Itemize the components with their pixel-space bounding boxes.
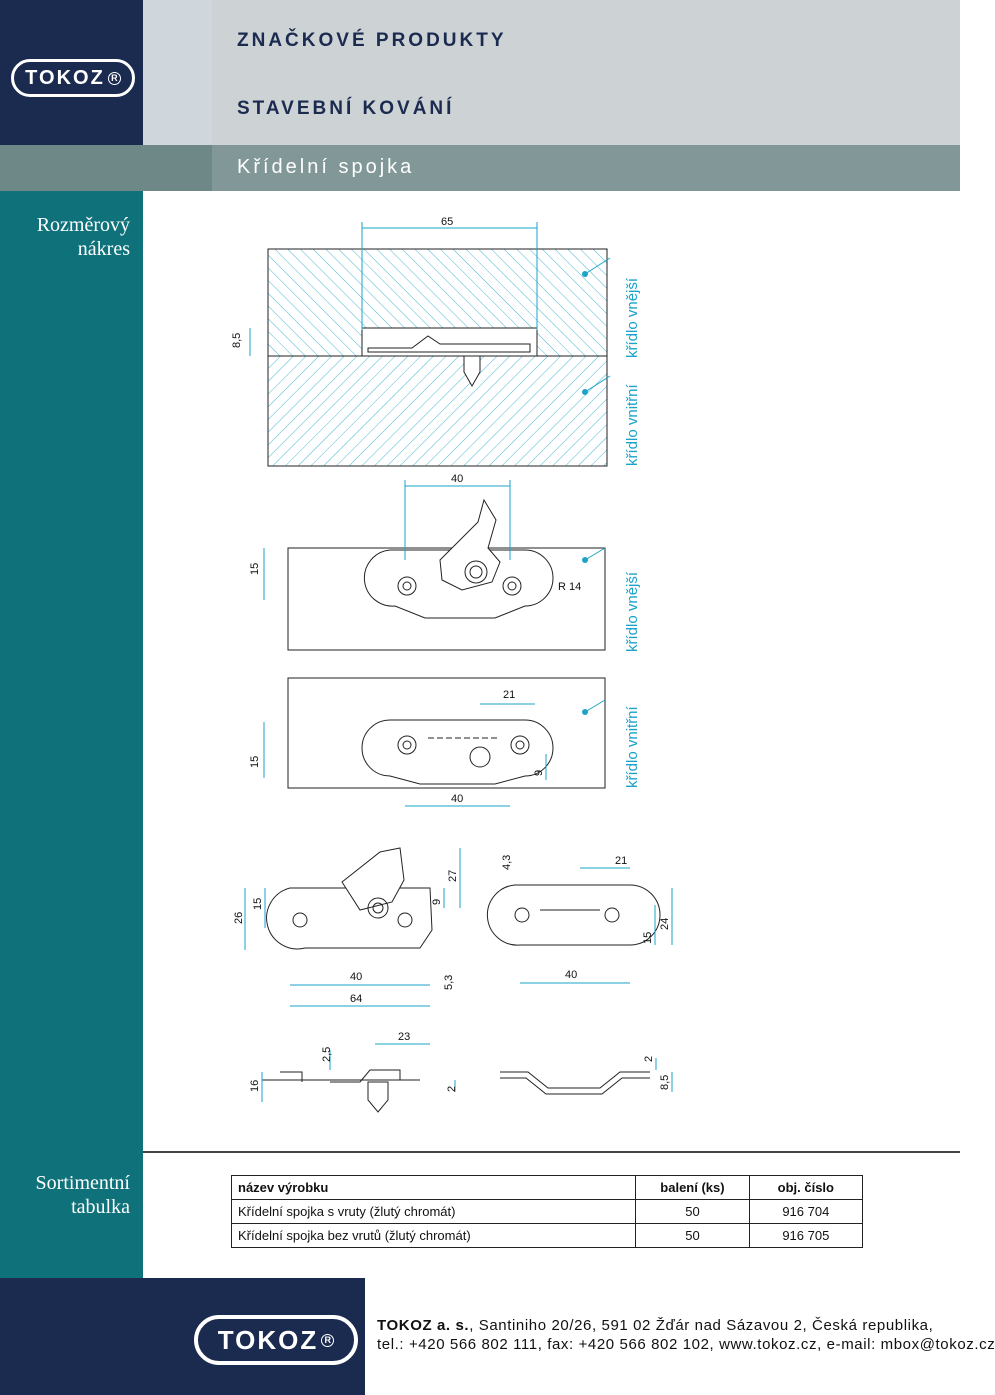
- dim-24: 24: [659, 918, 671, 930]
- package-qty: 50: [635, 1223, 750, 1248]
- hinge-profile: [367, 335, 531, 353]
- dim-23: 23: [398, 1031, 410, 1043]
- section-divider: [143, 1151, 960, 1153]
- detail-hinge-right: [486, 884, 661, 946]
- detail-lever: [341, 847, 405, 911]
- dim-15-d: 15: [642, 932, 654, 944]
- dim-8-5: 8,5: [231, 333, 243, 348]
- label-inner-wing-2: křídlo vnitřní: [624, 705, 641, 788]
- dim-40-d: 40: [565, 969, 577, 981]
- order-number: 916 705: [748, 1223, 864, 1248]
- dim-16: 16: [249, 1080, 261, 1092]
- footer-contact-line: tel.: +420 566 802 111, fax: +420 566 80…: [377, 1336, 995, 1353]
- side-view-right: [500, 1071, 650, 1095]
- dim-65: 65: [441, 216, 453, 228]
- dim-5-3: 5,3: [443, 975, 455, 990]
- dim-8-5-b: 8,5: [659, 1075, 671, 1090]
- header-blue-strip: [143, 0, 212, 145]
- table-row: Křídelní spojka s vruty (žlutý chromát) …: [230, 1199, 864, 1224]
- logo-text: TOKOZ: [25, 66, 105, 89]
- dim-27: 27: [447, 870, 459, 882]
- product-title: Křídelní spojka: [237, 156, 415, 178]
- label-inner-wing-1: křídlo vnitřní: [624, 383, 641, 466]
- header-package: balení (ks): [635, 1175, 750, 1200]
- label-outer-wing-1: křídlo vnější: [624, 277, 641, 358]
- dim-9-a: 9: [533, 770, 545, 776]
- dim-9-b: 9: [431, 899, 443, 905]
- product-name: Křídelní spojka s vruty (žlutý chromát): [230, 1199, 637, 1224]
- footer-light-band: [365, 1278, 960, 1395]
- side-screw: [367, 1081, 389, 1113]
- outer-wing-plan: [287, 547, 606, 651]
- side-view-left: [262, 1069, 420, 1083]
- sortiment-section-label: Sortimentní tabulka: [0, 1171, 130, 1219]
- registered-icon: R: [107, 71, 121, 85]
- title-band: [212, 145, 960, 191]
- dim-40-c: 40: [350, 971, 362, 983]
- table-header-row: název výrobku balení (ks) obj. číslo: [230, 1175, 864, 1200]
- sortiment-label-2: tabulka: [71, 1196, 130, 1218]
- header-gray-band: [212, 0, 960, 145]
- package-qty: 50: [635, 1199, 750, 1224]
- table-row: Křídelní spojka bez vrutů (žlutý chromát…: [230, 1223, 864, 1248]
- dim-4-3: 4,3: [501, 855, 513, 870]
- company-name: TOKOZ a. s.: [377, 1317, 470, 1334]
- dim-64: 64: [350, 993, 362, 1005]
- product-name: Křídelní spojka bez vrutů (žlutý chromát…: [230, 1223, 637, 1248]
- dim-21-a: 21: [503, 689, 515, 701]
- dim-26: 26: [233, 912, 245, 924]
- dim-r14: R 14: [558, 581, 581, 593]
- dim-2-a: 2: [446, 1086, 458, 1092]
- dim-15-b: 15: [249, 756, 261, 768]
- dim-15-a: 15: [249, 563, 261, 575]
- header-line-2: STAVEBNÍ KOVÁNÍ: [237, 98, 455, 119]
- header-order-number: obj. číslo: [748, 1175, 864, 1200]
- drawing-label-2: nákres: [77, 238, 130, 260]
- hinge-lever: [439, 498, 501, 591]
- dim-2-b: 2: [643, 1056, 655, 1062]
- footer-address-line: TOKOZ a. s., Santiniho 20/26, 591 02 Žďá…: [377, 1316, 933, 1335]
- dim-21-b: 21: [615, 855, 627, 867]
- inner-wing-plan: [287, 677, 606, 789]
- dim-40-a: 40: [451, 473, 463, 485]
- title-band-left: [0, 145, 212, 191]
- header-line-1: ZNAČKOVÉ PRODUKTY: [237, 30, 507, 51]
- footer-logo-text: TOKOZ: [217, 1324, 319, 1355]
- company-address: , Santiniho 20/26, 591 02 Žďár nad Sázav…: [469, 1317, 934, 1334]
- inner-wing-section: [267, 355, 608, 467]
- order-number: 916 704: [748, 1199, 864, 1224]
- dim-15-c: 15: [252, 898, 264, 910]
- side-bar: [0, 191, 143, 1278]
- dim-40-b: 40: [451, 793, 463, 805]
- header-product-name: název výrobku: [230, 1175, 637, 1200]
- technical-drawing: 65 8,5 40 15 R 14 21 15 9 40 26 15 9 27 …: [231, 216, 673, 1113]
- label-outer-wing-2: křídlo vnější: [624, 571, 641, 652]
- dim-2-5: 2,5: [321, 1047, 333, 1062]
- detail-hinge-left: [266, 887, 433, 950]
- registered-icon: R: [321, 1333, 335, 1347]
- drawing-label-1: Rozměrový: [36, 214, 130, 236]
- screw-tip: [463, 355, 481, 388]
- lower-hinge-plate: [361, 719, 554, 785]
- drawing-section-label: Rozměrový nákres: [0, 213, 130, 261]
- sortiment-table: název výrobku balení (ks) obj. číslo Kří…: [230, 1175, 864, 1248]
- sortiment-label-1: Sortimentní: [35, 1172, 130, 1194]
